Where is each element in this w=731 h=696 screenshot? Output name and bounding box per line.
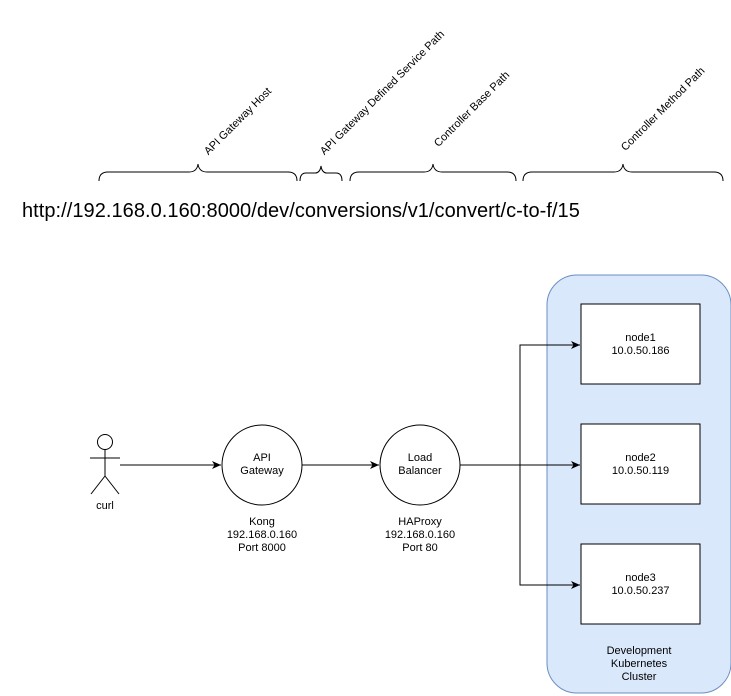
node2-text: node2 10.0.50.119: [581, 452, 700, 478]
gateway-circle-text: API Gateway: [222, 452, 302, 478]
brace-controller-method-path: [522, 163, 724, 182]
brace-service-path: [299, 165, 343, 182]
actor-label: curl: [96, 500, 114, 512]
brace-controller-base-path: [349, 163, 517, 182]
node2-name: node2: [625, 452, 656, 464]
edge-lb-to-node1: [519, 341, 580, 465]
node3-name: node3: [625, 572, 656, 584]
node2-box: [580, 423, 701, 505]
lb-caption-line3: Port 80: [402, 542, 438, 554]
node1-name: node1: [625, 332, 656, 344]
node3-ip: 10.0.50.237: [611, 585, 670, 597]
gateway-line1: API: [253, 452, 271, 464]
brace-api-gateway-host: [98, 163, 298, 182]
lb-line1: Load: [407, 452, 433, 464]
node1-ip: 10.0.50.186: [611, 345, 670, 357]
request-url: http://192.168.0.160:8000/dev/conversion…: [22, 200, 580, 222]
gateway-caption-line3: Port 8000: [238, 542, 286, 554]
cluster-label-line1: Development: [606, 645, 672, 657]
node1-box: [580, 303, 701, 385]
gateway-caption-line2: 192.168.0.160: [226, 529, 298, 541]
lb-line2: Balancer: [398, 465, 442, 477]
gateway-caption-line1: Kong: [249, 516, 275, 528]
lb-caption: HAProxy 192.168.0.160 Port 80: [370, 516, 470, 555]
cluster-label-line2: Kubernetes: [610, 658, 668, 670]
node3-box: [580, 543, 701, 625]
actor-icon: [90, 434, 120, 495]
edge-lb-to-node3: [519, 465, 580, 589]
lb-circle-text: Load Balancer: [380, 452, 460, 478]
node1-text: node1 10.0.50.186: [581, 332, 700, 358]
cluster-label: Development Kubernetes Cluster: [547, 645, 731, 684]
gateway-line2: Gateway: [240, 465, 284, 477]
node3-text: node3 10.0.50.237: [581, 572, 700, 598]
lb-caption-line2: 192.168.0.160: [384, 529, 456, 541]
node2-ip: 10.0.50.119: [611, 465, 670, 477]
cluster-label-line3: Cluster: [621, 671, 657, 683]
lb-caption-line1: HAProxy: [398, 516, 442, 528]
gateway-caption: Kong 192.168.0.160 Port 8000: [212, 516, 312, 555]
